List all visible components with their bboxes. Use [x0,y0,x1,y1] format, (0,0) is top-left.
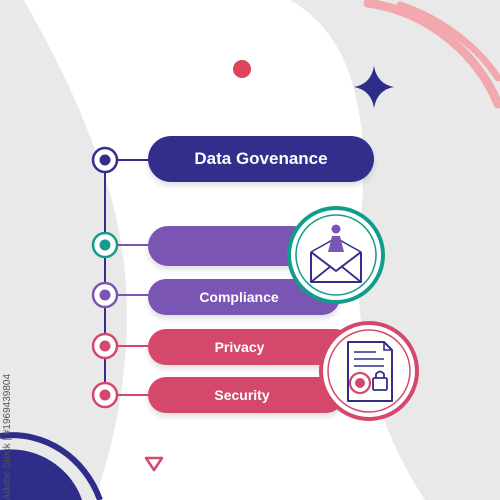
privacy-pill: Privacy [148,329,353,365]
locked-document-icon [319,321,419,421]
accent-dot [233,60,251,78]
open-envelope-person-icon [287,206,385,304]
star-icon [354,66,394,108]
background-arc-outer [363,0,500,109]
timeline-node [91,146,119,174]
timeline-node [91,381,119,409]
title-label: Data Govenance [194,149,328,168]
item-pill [148,226,313,266]
stock-watermark: Adobe Stock | #1969439804 [2,373,13,500]
corner-blob [0,449,82,500]
triangle-icon [144,456,164,472]
security-pill: Security [148,377,344,413]
privacy-label: Privacy [214,339,265,355]
corner-ring [0,432,103,500]
background-arc-inner [396,1,500,82]
timeline-node [91,281,119,309]
compliance-label: Compliance [199,289,279,305]
timeline-node [91,231,119,259]
security-label: Security [214,387,270,403]
timeline-node [91,332,119,360]
title-pill: Data Govenance [148,136,374,182]
